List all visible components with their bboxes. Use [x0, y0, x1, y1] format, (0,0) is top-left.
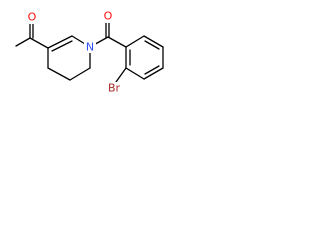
bond-ring-c6-c5 [69, 67, 91, 81]
bond-benzene-5-6 [143, 35, 164, 48]
bond-benzene-3-4-inner [144, 65, 160, 75]
bond-benzene-2-3 [125, 67, 145, 80]
atom-label-nitrogen-ring: N [86, 41, 94, 54]
molecule-structure-diagram: O N O Br [15, 10, 164, 95]
bond-ring-c3-c2-double-inner [51, 40, 73, 52]
bond-ring-c5-c4 [47, 67, 71, 81]
bond-benzene-3-4 [143, 67, 164, 80]
atom-label-oxygen-carbonyl: O [104, 10, 113, 23]
bond-ring-c3-c2-double-outer [47, 35, 73, 49]
bond-amide-benzene [107, 36, 127, 48]
bond-methyl-acetyl [15, 37, 31, 47]
bond-carbon-bromine [115, 67, 127, 83]
bond-benzene-6-1 [125, 35, 145, 48]
bond-acetyl-ring [29, 37, 49, 49]
atom-label-bromine: Br [108, 82, 121, 95]
bond-benzene-5-6-inner [144, 40, 160, 50]
atom-bromine: Br [104, 82, 124, 95]
atom-label-oxygen-acetyl: O [28, 11, 37, 24]
atom-oxygen-carbonyl: O [102, 10, 114, 23]
atom-oxygen-acetyl: O [26, 11, 38, 24]
atom-nitrogen-ring: N [84, 41, 96, 54]
